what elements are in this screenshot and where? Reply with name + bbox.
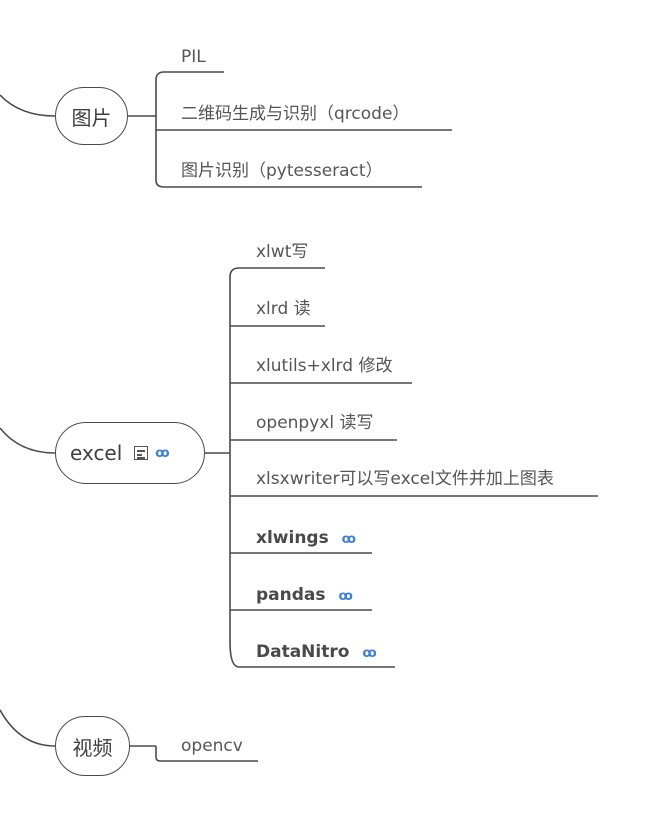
branch-label: excel bbox=[70, 441, 123, 465]
note-icon[interactable] bbox=[134, 446, 149, 460]
leaf-label: xlwt写 bbox=[256, 242, 309, 262]
leaf-label: PIL bbox=[181, 47, 206, 67]
branch-node-video[interactable]: 视频 bbox=[55, 716, 130, 776]
leaf-label: DataNitro bbox=[256, 642, 350, 662]
leaf-label: openpyxl 读写 bbox=[256, 413, 374, 433]
leaf-xlutils[interactable]: xlutils+xlrd 修改 bbox=[256, 356, 392, 376]
leaf-label: xlrd 读 bbox=[256, 299, 311, 319]
leaf-xlsxwriter[interactable]: xlsxwriter可以写excel文件并加上图表 bbox=[256, 469, 554, 489]
link-icon[interactable]: ꝏ bbox=[362, 646, 377, 661]
branch-node-excel[interactable]: excel ꝏ bbox=[55, 422, 205, 484]
leaf-label: 图片识别（pytesseract） bbox=[181, 161, 383, 181]
leaf-label: xlutils+xlrd 修改 bbox=[256, 356, 393, 376]
leaf-label: opencv bbox=[181, 736, 243, 756]
leaf-label: xlwings bbox=[256, 528, 329, 548]
leaf-datanitro[interactable]: DataNitro ꝏ bbox=[256, 642, 377, 664]
leaf-qrcode[interactable]: 二维码生成与识别（qrcode） bbox=[181, 104, 409, 124]
branch-label: 图片 bbox=[71, 105, 112, 130]
leaf-label: pandas bbox=[256, 585, 326, 605]
link-icon[interactable]: ꝏ bbox=[338, 589, 353, 604]
root-connector-image bbox=[0, 94, 56, 117]
leaf-xlrd[interactable]: xlrd 读 bbox=[256, 299, 311, 319]
leaf-label: 二维码生成与识别（qrcode） bbox=[181, 104, 410, 124]
root-connector-video bbox=[0, 709, 56, 747]
branch-label: 视频 bbox=[72, 735, 113, 760]
leaf-opencv[interactable]: opencv bbox=[181, 736, 243, 756]
leaf-pil[interactable]: PIL bbox=[181, 47, 206, 67]
root-connector-excel bbox=[0, 427, 56, 454]
leaf-xlwt[interactable]: xlwt写 bbox=[256, 242, 308, 262]
leaf-label: xlsxwriter可以写excel文件并加上图表 bbox=[256, 469, 554, 489]
link-icon[interactable]: ꝏ bbox=[341, 532, 357, 547]
leaf-pandas[interactable]: pandas ꝏ bbox=[256, 585, 353, 607]
leaf-openpyxl[interactable]: openpyxl 读写 bbox=[256, 413, 373, 433]
link-icon[interactable]: ꝏ bbox=[155, 445, 170, 461]
branch-node-image[interactable]: 图片 bbox=[55, 87, 128, 145]
leaf-xlwings[interactable]: xlwings ꝏ bbox=[256, 528, 356, 550]
leaf-pytesseract[interactable]: 图片识别（pytesseract） bbox=[181, 161, 383, 181]
